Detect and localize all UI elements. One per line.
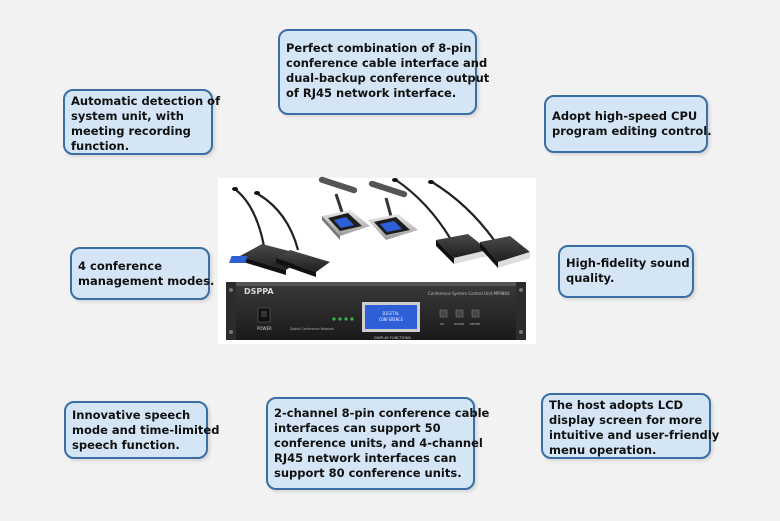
callout-line: The host adopts LCD: [549, 398, 684, 412]
callout-line: mode and time-limited: [72, 423, 220, 437]
callout-line: 2-channel 8-pin conference cable: [274, 406, 490, 420]
callout-line: Innovative speech: [72, 408, 191, 422]
callout-line: Automatic detection of: [71, 94, 221, 108]
feature-callout-auto-detection: Automatic detection of system unit, with…: [63, 89, 221, 155]
feature-callout-speech-mode: Innovative speech mode and time-limited …: [64, 401, 220, 459]
feature-callout-lcd: The host adopts LCD display screen for m…: [541, 393, 720, 459]
conference-system-illustration: DSPPA Conference System Control Unit MP9…: [226, 176, 530, 340]
status-led: [332, 317, 336, 321]
callout-line: meeting recording: [71, 124, 191, 138]
lcd-screen: [365, 305, 417, 329]
lcd-line-2: CONFERENCE: [379, 317, 404, 322]
microphone-unit-left-2: [254, 191, 330, 277]
up-button[interactable]: [439, 309, 448, 318]
callout-line: 4 conference: [78, 259, 162, 273]
lcd-line-1: DIGITAL: [383, 311, 400, 316]
status-led: [338, 317, 342, 321]
callout-line: Adopt high-speed CPU: [552, 109, 698, 123]
callout-line: interfaces can support 50: [274, 421, 441, 435]
device-model-text: Conference System Control Unit MP9866: [428, 291, 510, 296]
status-led: [350, 317, 354, 321]
up-button-label: UP: [440, 322, 444, 326]
callout-line: High-fidelity sound: [566, 256, 690, 270]
feature-callout-cpu: Adopt high-speed CPU program editing con…: [544, 95, 712, 153]
callout-line: intuitive and user-friendly: [549, 428, 720, 442]
callout-line: of RJ45 network interface.: [286, 86, 457, 100]
product-photo: DSPPA Conference System Control Unit MP9…: [218, 176, 536, 344]
device-logo: DSPPA: [244, 287, 274, 296]
callout-line: function.: [71, 139, 130, 153]
enter-button[interactable]: [471, 309, 480, 318]
callout-line: speech function.: [72, 438, 180, 452]
callout-line: menu operation.: [549, 443, 657, 457]
feature-callout-capacity: 2-channel 8-pin conference cable interfa…: [266, 397, 490, 490]
down-button-label: DOWN: [454, 322, 464, 326]
power-label: POWER: [257, 326, 272, 331]
callout-line: display screen for more: [549, 413, 703, 427]
feature-callout-sound-quality: High-fidelity sound quality.: [558, 245, 694, 298]
down-button[interactable]: [455, 309, 464, 318]
control-unit: DSPPA Conference System Control Unit MP9…: [226, 282, 526, 340]
brand-caption: Digital Conference Network: [290, 327, 334, 331]
microphone-unit-center-2: [368, 180, 418, 240]
callout-line: support 80 conference units.: [274, 466, 462, 480]
feature-callout-rj45: Perfect combination of 8-pin conference …: [278, 29, 490, 115]
display-caption: DISPLAY FUNCTIONS: [374, 336, 412, 340]
callout-line: dual-backup conference output: [286, 71, 490, 85]
callout-line: system unit, with: [71, 109, 184, 123]
callout-line: management modes.: [78, 274, 215, 288]
feature-callout-management-modes: 4 conference management modes.: [70, 247, 215, 300]
microphone-unit-right: [392, 178, 488, 264]
callout-line: quality.: [566, 271, 615, 285]
callout-line: RJ45 network interfaces can: [274, 451, 457, 465]
callout-line: conference cable interface and: [286, 56, 488, 70]
power-icon: [261, 311, 267, 317]
status-led: [344, 317, 348, 321]
enter-button-label: ENTER: [470, 322, 480, 326]
microphone-unit-right-2: [428, 180, 530, 268]
callout-line: Perfect combination of 8-pin: [286, 41, 472, 55]
callout-line: conference units, and 4-channel: [274, 436, 483, 450]
microphone-unit-center: [318, 176, 370, 240]
callout-line: program editing control.: [552, 124, 712, 138]
